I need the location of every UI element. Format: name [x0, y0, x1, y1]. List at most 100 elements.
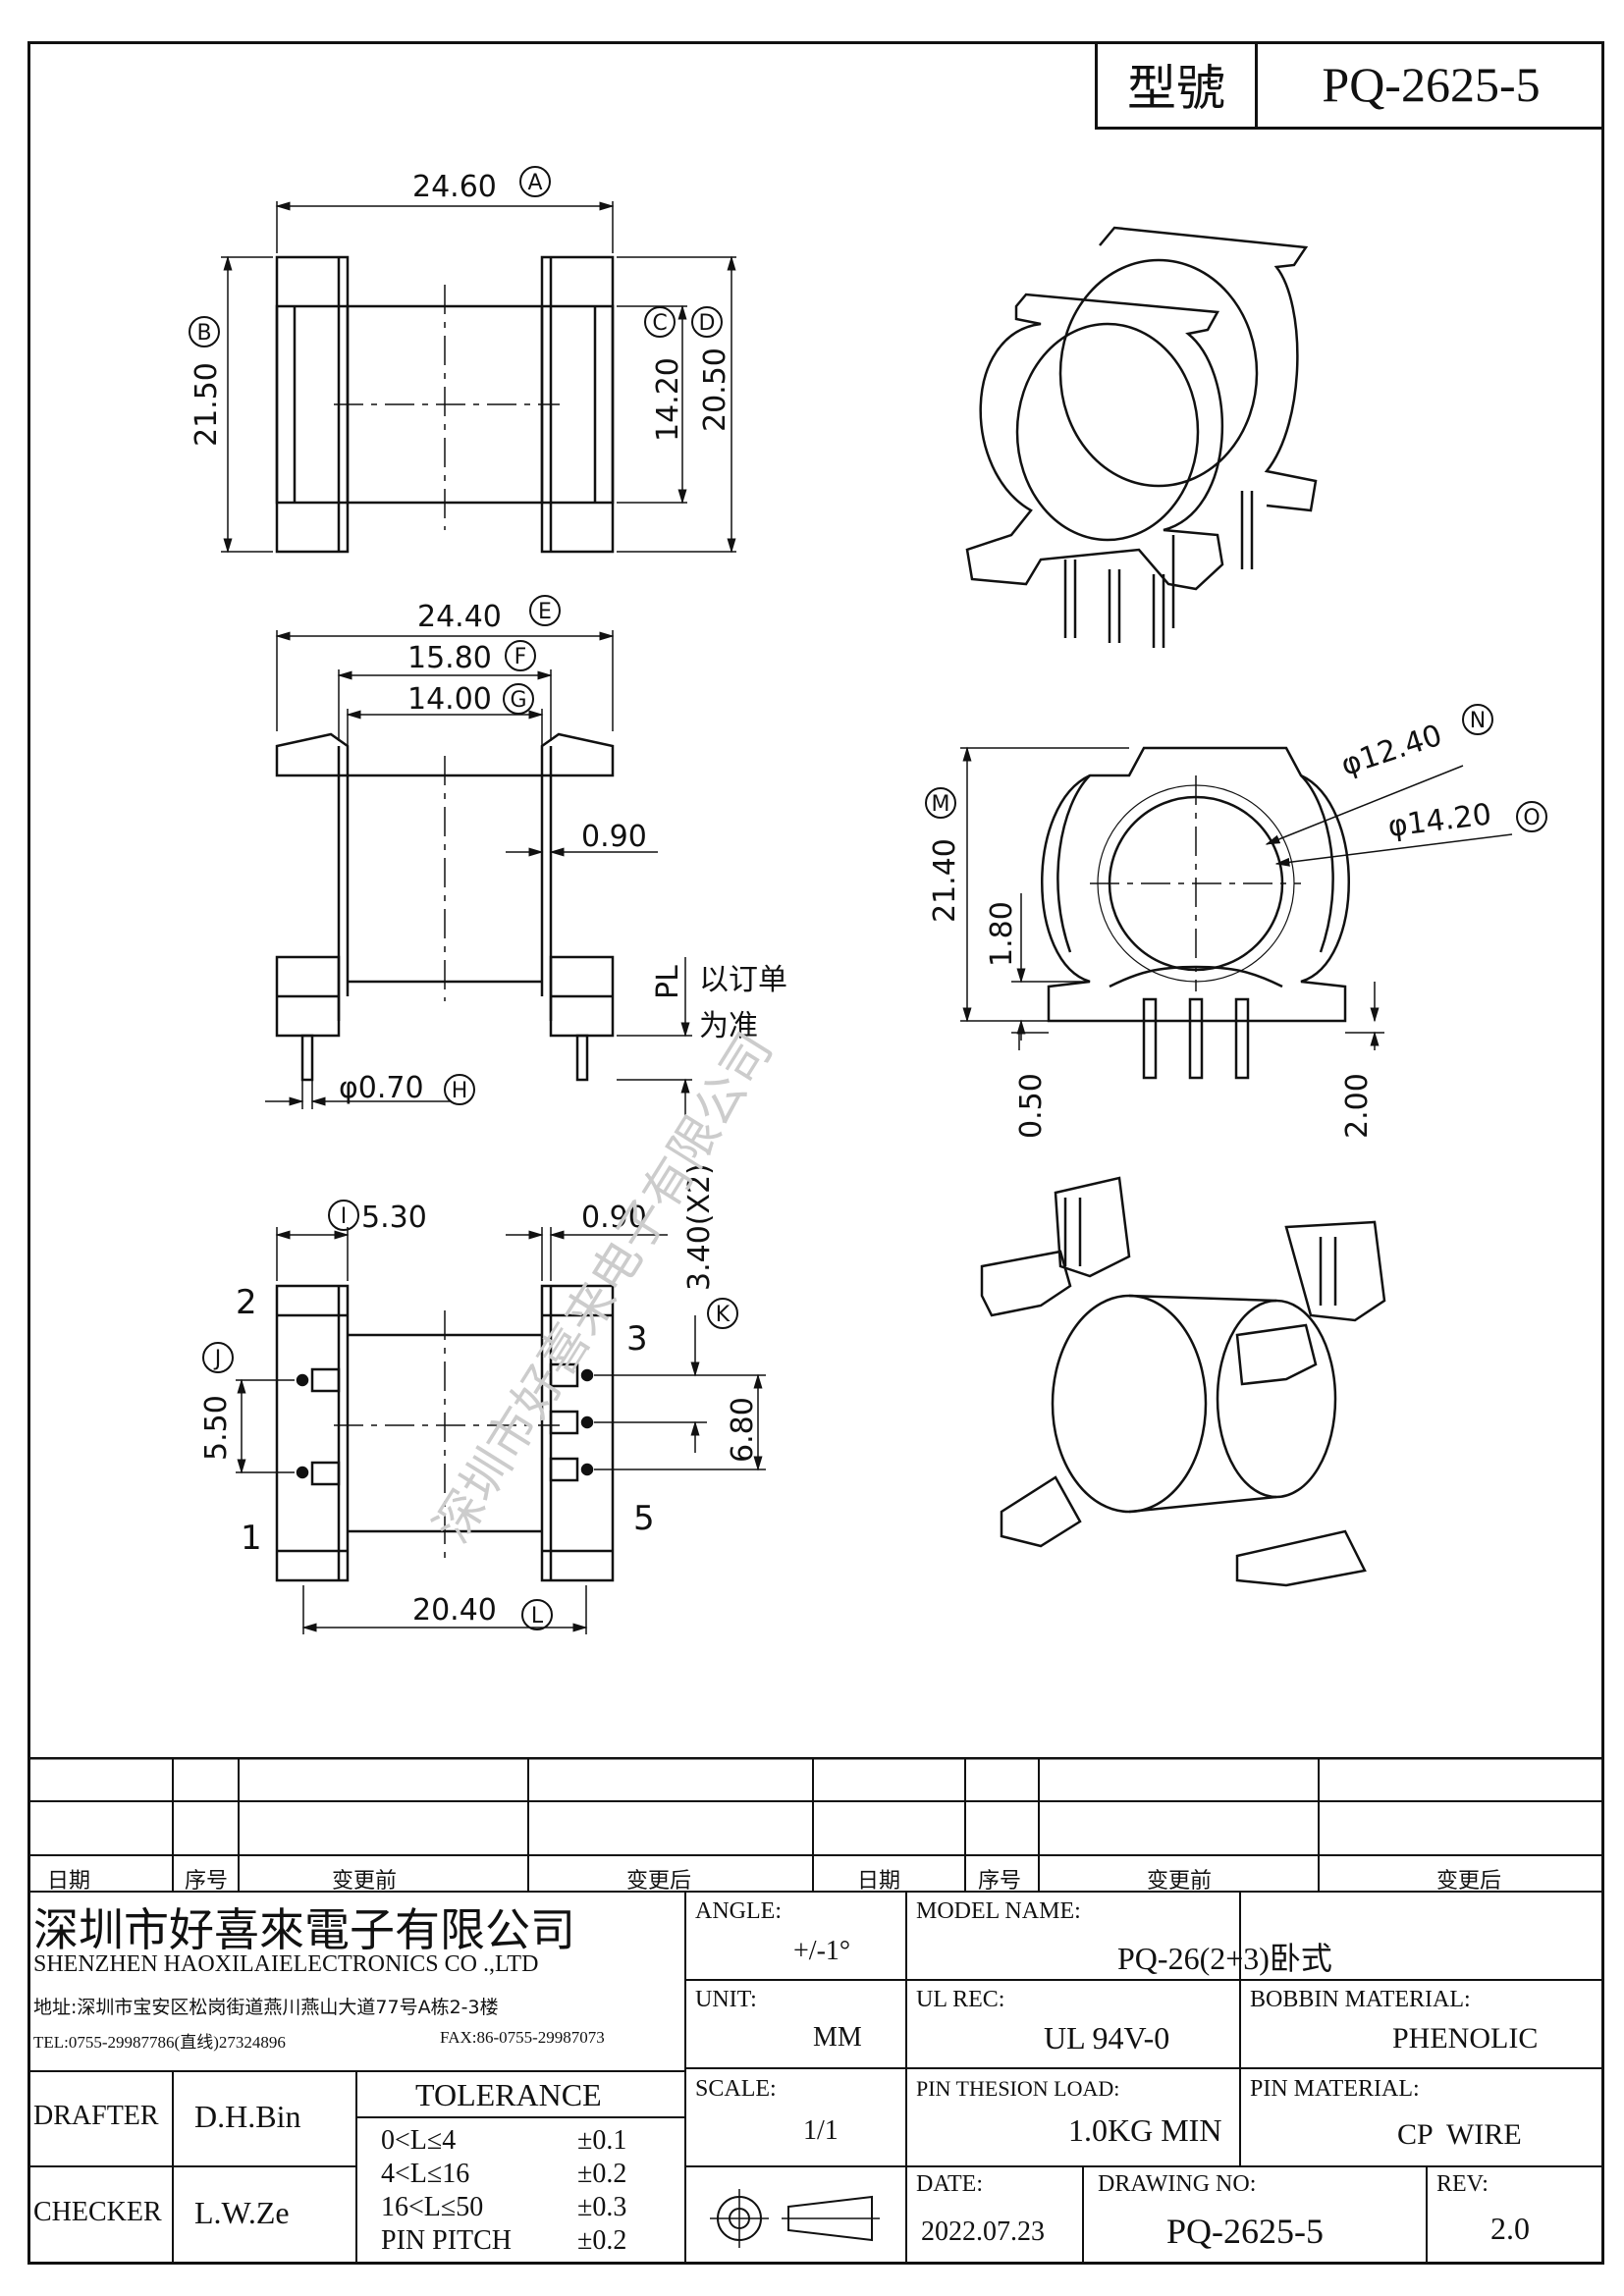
dim-m: 21.40 — [928, 838, 962, 923]
isometric-view-2 — [980, 1176, 1386, 1587]
top-view — [221, 201, 736, 554]
rev-header-no-1: 序号 — [185, 1869, 229, 1894]
pl-note-1: 以订单 — [699, 963, 787, 997]
front-view — [960, 746, 1513, 1080]
tolerance-title: TOLERANCE — [415, 2077, 602, 2112]
tol-range-1: 0<L≤4 — [381, 2125, 457, 2156]
model-label: 型號 — [1098, 41, 1258, 127]
rev-header-after-1: 变更后 — [626, 1869, 692, 1894]
dim-200: 2.00 — [1340, 1073, 1375, 1139]
label-l: L — [531, 1604, 544, 1629]
dim-n: φ12.40 — [1337, 719, 1446, 783]
drafter-label: DRAFTER — [33, 2101, 159, 2131]
unit-value: MM — [813, 2022, 862, 2053]
model-value: PQ-2625-5 — [1322, 56, 1541, 112]
rev-label: REV: — [1436, 2171, 1489, 2197]
date-value: 2022.07.23 — [921, 2216, 1045, 2247]
ul-value: UL 94V-0 — [1044, 2020, 1170, 2056]
bobbin-label: BOBBIN MATERIAL: — [1250, 1987, 1471, 2012]
label-k: K — [716, 1303, 731, 1327]
dim-c: 14.20 — [651, 357, 685, 442]
ul-label: UL REC: — [916, 1987, 1005, 2012]
pin-load-label: PIN THESION LOAD: — [916, 2076, 1120, 2101]
dim-090-bottom: 0.90 — [581, 1201, 647, 1235]
rev-header-date-1: 日期 — [47, 1869, 91, 1894]
tol-value-1: ±0.1 — [577, 2125, 627, 2156]
dim-180: 1.80 — [985, 901, 1019, 967]
company-address: 地址:深圳市宝安区松岗街道燕川燕山大道77号A栋2-3楼 — [33, 1997, 499, 2018]
bobbin-value: PHENOLIC — [1392, 2022, 1539, 2055]
label-g: G — [510, 688, 526, 713]
label-i: I — [341, 1204, 348, 1229]
label-h: H — [452, 1079, 468, 1103]
technical-drawing: A B C D E F G H I J K L M N O 24.60 21.5… — [189, 166, 1547, 1634]
tol-range-4: PIN PITCH — [381, 2225, 513, 2256]
rev-header-before-2: 变更前 — [1147, 1869, 1213, 1894]
rev-header-date-2: 日期 — [857, 1869, 901, 1894]
pin-5-label: 5 — [633, 1499, 655, 1538]
dim-e: 24.40 — [417, 600, 502, 634]
pin-2-label: 2 — [236, 1283, 257, 1322]
tol-range-2: 4<L≤16 — [381, 2159, 470, 2189]
model-name-value: PQ-26(2+3)卧式 — [1117, 1941, 1332, 1976]
rev-value: 2.0 — [1490, 2211, 1530, 2246]
tol-value-4: ±0.2 — [577, 2225, 627, 2256]
company-fax: FAX:86-0755-29987073 — [440, 2028, 605, 2047]
title-block: 日期 序号 变更前 变更后 日期 序号 变更前 变更后 深圳市好喜來電子有限公司… — [27, 1757, 1604, 2265]
drawing-no-label: DRAWING NO: — [1098, 2171, 1257, 2197]
drawing-no-value: PQ-2625-5 — [1166, 2212, 1324, 2251]
label-a: A — [527, 171, 542, 195]
dim-f: 15.80 — [407, 641, 492, 675]
dim-k: 3.40(X2) — [682, 1163, 717, 1291]
dim-050: 0.50 — [1014, 1073, 1049, 1139]
tol-value-3: ±0.3 — [577, 2192, 627, 2222]
dim-a: 24.60 — [412, 170, 497, 204]
label-m: M — [932, 792, 950, 817]
label-o: O — [1523, 806, 1540, 830]
checker-label: CHECKER — [33, 2197, 162, 2227]
model-header: 型號 PQ-2625-5 — [1095, 41, 1604, 130]
pl-note-2: 为准 — [699, 1009, 758, 1043]
watermark: 深圳市好喜来电子有限公司 — [423, 1023, 784, 1553]
pin-1-label: 1 — [241, 1519, 262, 1558]
side-view — [265, 630, 692, 1119]
dim-pl: PL — [651, 965, 685, 999]
dim-g: 14.00 — [407, 682, 492, 717]
dim-o: φ14.20 — [1386, 797, 1493, 844]
date-label: DATE: — [916, 2171, 983, 2197]
drafter-value: D.H.Bin — [194, 2099, 301, 2134]
dim-090-side: 0.90 — [581, 820, 647, 854]
company-tel: TEL:0755-29987786(直线)27324896 — [33, 2033, 286, 2052]
tol-range-3: 16<L≤50 — [381, 2192, 484, 2222]
rev-header-no-2: 序号 — [978, 1869, 1022, 1894]
label-j: J — [213, 1347, 222, 1371]
model-name-label: MODEL NAME: — [916, 1898, 1081, 1924]
scale-value: 1/1 — [803, 2115, 839, 2146]
dim-l: 20.40 — [412, 1593, 497, 1628]
angle-label: ANGLE: — [695, 1898, 782, 1924]
pin-3-label: 3 — [626, 1319, 648, 1359]
label-f: F — [514, 645, 527, 669]
checker-value: L.W.Ze — [194, 2195, 290, 2230]
rev-header-after-2: 变更后 — [1436, 1869, 1502, 1894]
unit-label: UNIT: — [695, 1987, 757, 2012]
pin-material-value: CP WIRE — [1397, 2118, 1522, 2151]
scale-label: SCALE: — [695, 2076, 777, 2102]
isometric-view-1 — [965, 226, 1318, 648]
pin-load-value: 1.0KG MIN — [1068, 2112, 1222, 2148]
pin-material-label: PIN MATERIAL: — [1250, 2076, 1420, 2102]
dim-h: φ0.70 — [339, 1071, 424, 1105]
tol-value-2: ±0.2 — [577, 2159, 627, 2189]
dim-680: 6.80 — [726, 1397, 760, 1463]
company-name-cn: 深圳市好喜來電子有限公司 — [33, 1905, 575, 1955]
bottom-view — [236, 1227, 766, 1634]
label-c: C — [652, 311, 667, 336]
dim-b: 21.50 — [189, 362, 224, 447]
company-name-en: SHENZHEN HAOXILAIELECTRONICS CO .,LTD — [33, 1951, 539, 1977]
rev-header-before-1: 变更前 — [332, 1869, 398, 1894]
dim-d: 20.50 — [698, 347, 732, 432]
label-b: B — [196, 321, 211, 346]
label-n: N — [1470, 709, 1486, 733]
label-d: D — [699, 311, 716, 336]
dim-j: 5.50 — [199, 1395, 234, 1461]
